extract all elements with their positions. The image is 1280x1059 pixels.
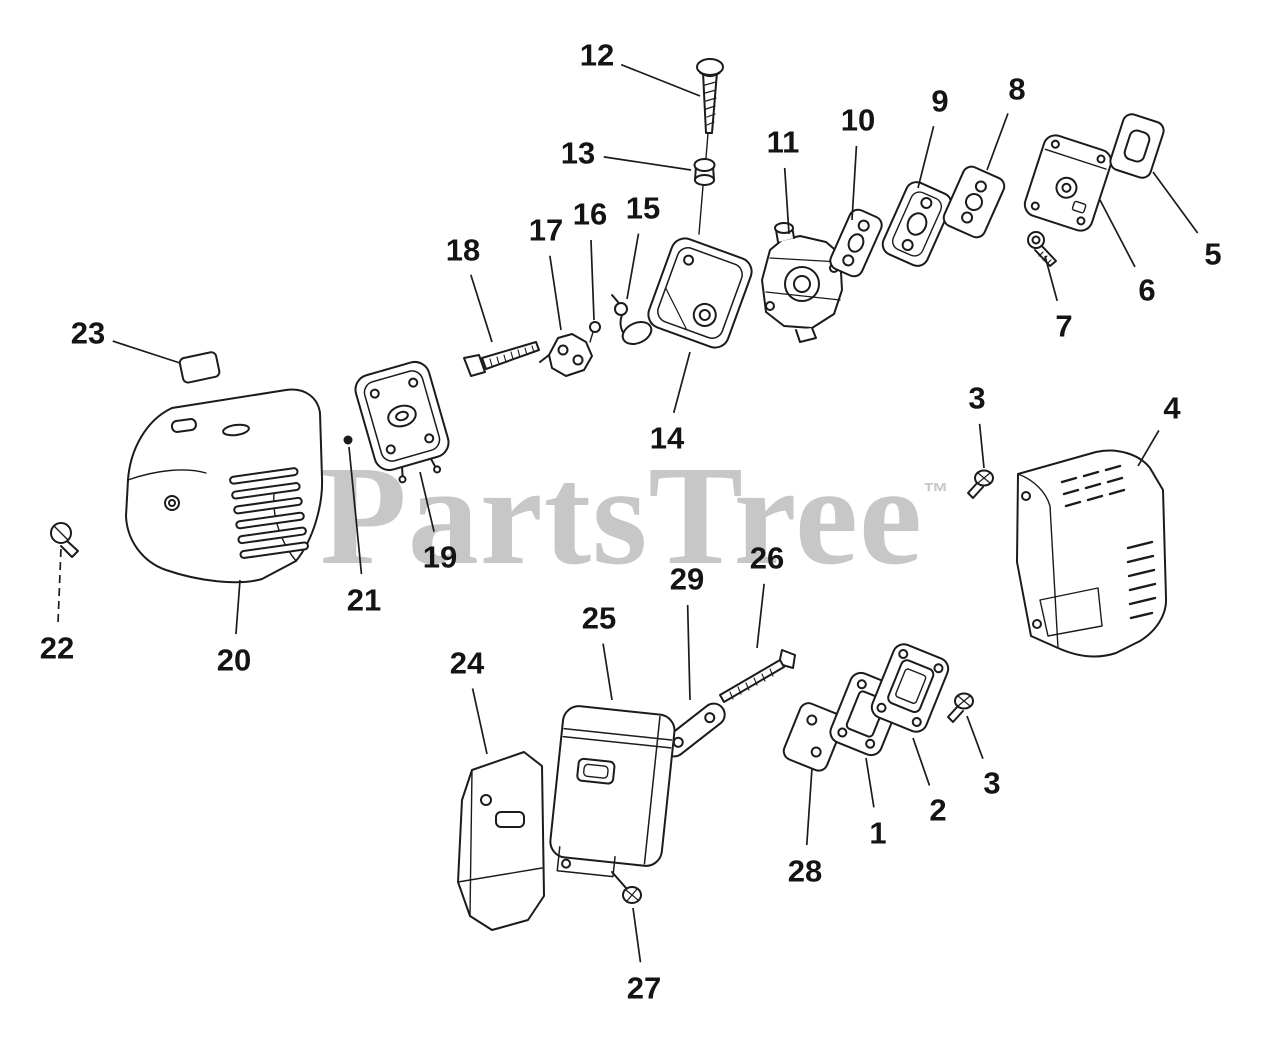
part-callout-15: 15	[626, 191, 660, 226]
part-17-bracket	[539, 333, 593, 377]
leader-line-4	[1137, 430, 1160, 467]
part-callout-10: 10	[841, 103, 875, 138]
leader-line-21	[348, 446, 363, 575]
part-callout-3a: 3	[968, 381, 985, 416]
leader-line-29	[686, 604, 691, 701]
part-callout-29: 29	[670, 562, 704, 597]
leader-line-27	[632, 907, 642, 963]
leader-line-14	[672, 351, 691, 414]
part-callout-4: 4	[1163, 391, 1181, 426]
part-callout-11: 11	[767, 125, 800, 160]
part-16-screw	[589, 321, 601, 343]
leader-line-24	[471, 688, 488, 755]
part-11-carburetor	[761, 222, 843, 343]
part-callout-6: 6	[1138, 273, 1155, 308]
part-5-gasket	[1109, 113, 1165, 179]
part-callout-25: 25	[582, 601, 616, 636]
part-24-heat-shield	[457, 751, 545, 931]
part-28-gasket	[782, 702, 845, 772]
leader-line-19	[419, 471, 435, 532]
part-callout-1: 1	[869, 816, 886, 851]
part-10-gasket	[829, 208, 883, 278]
part-callout-7: 7	[1055, 309, 1072, 344]
part-2-plate	[870, 643, 950, 733]
part-18-bolt	[463, 341, 540, 377]
part-20-cover	[125, 388, 324, 584]
part-15-choke-lever	[611, 294, 653, 345]
leader-line-1	[865, 757, 875, 808]
part-callout-18: 18	[446, 233, 480, 268]
part-3-screw-top	[967, 469, 994, 499]
leader-line-28	[805, 767, 813, 846]
part-callout-14: 14	[650, 421, 685, 456]
watermark-trademark-icon: ™	[923, 477, 950, 507]
part-4-shroud	[1016, 449, 1168, 658]
leader-line-23	[112, 340, 181, 364]
part-6-air-cleaner-body	[1023, 134, 1113, 232]
leader-line-25	[602, 643, 613, 701]
part-29-spacer	[662, 702, 726, 758]
part-callout-21: 21	[347, 583, 381, 618]
leader-line-12	[620, 63, 701, 97]
part-14-air-cleaner-base	[647, 237, 753, 349]
leader-line-11	[783, 167, 790, 235]
leader-line-6	[1099, 199, 1136, 268]
leader-line-17	[549, 255, 562, 331]
part-callout-16: 16	[573, 197, 607, 232]
leader-line-2	[912, 737, 931, 786]
leader-line-9	[917, 125, 935, 189]
part-21-pin	[343, 435, 353, 445]
part-27-screw	[611, 871, 642, 904]
part-12-screw	[696, 58, 724, 159]
watermark-text: PartsTree	[320, 436, 924, 594]
part-callout-8: 8	[1008, 72, 1025, 107]
part-callout-24: 24	[450, 646, 485, 681]
part-9-plate	[881, 181, 953, 267]
part-7-bolt	[1027, 231, 1057, 267]
part-callout-2: 2	[929, 793, 946, 828]
part-callout-27: 27	[627, 971, 661, 1006]
part-callout-22: 22	[40, 631, 74, 666]
leader-line-26	[756, 583, 765, 649]
part-13-grommet	[693, 158, 716, 235]
watermark: PartsTree™	[320, 444, 949, 586]
part-callout-19: 19	[423, 540, 457, 575]
part-callout-26: 26	[750, 541, 784, 576]
leader-line-3b	[966, 715, 984, 759]
part-callout-12: 12	[580, 38, 614, 73]
leader-line-16	[590, 239, 595, 321]
part-callout-28: 28	[788, 854, 822, 889]
leader-line-10	[851, 145, 858, 221]
part-26-bolt	[719, 649, 796, 703]
leader-line-8	[986, 113, 1009, 171]
leader-line-5	[1152, 171, 1199, 234]
leader-line-22	[57, 547, 62, 623]
leader-line-13	[603, 156, 692, 171]
leader-line-3a	[978, 423, 985, 469]
leader-line-15	[626, 233, 640, 300]
part-22-screw	[50, 522, 79, 558]
leader-line-20	[235, 579, 241, 635]
part-callout-9: 9	[931, 84, 948, 119]
leader-line-18	[470, 274, 493, 343]
part-callout-3b: 3	[983, 766, 1000, 801]
part-8-gasket	[942, 165, 1006, 239]
part-19-plate	[354, 360, 450, 484]
part-callout-17: 17	[529, 213, 563, 248]
part-callout-20: 20	[217, 643, 251, 678]
part-25-muffler	[549, 705, 676, 878]
part-23-plate	[178, 351, 221, 384]
part-callout-23: 23	[71, 316, 105, 351]
part-callout-13: 13	[561, 136, 595, 171]
part-3-screw-bottom	[947, 692, 974, 723]
part-callout-5: 5	[1204, 237, 1221, 272]
leader-line-7	[1044, 255, 1059, 302]
